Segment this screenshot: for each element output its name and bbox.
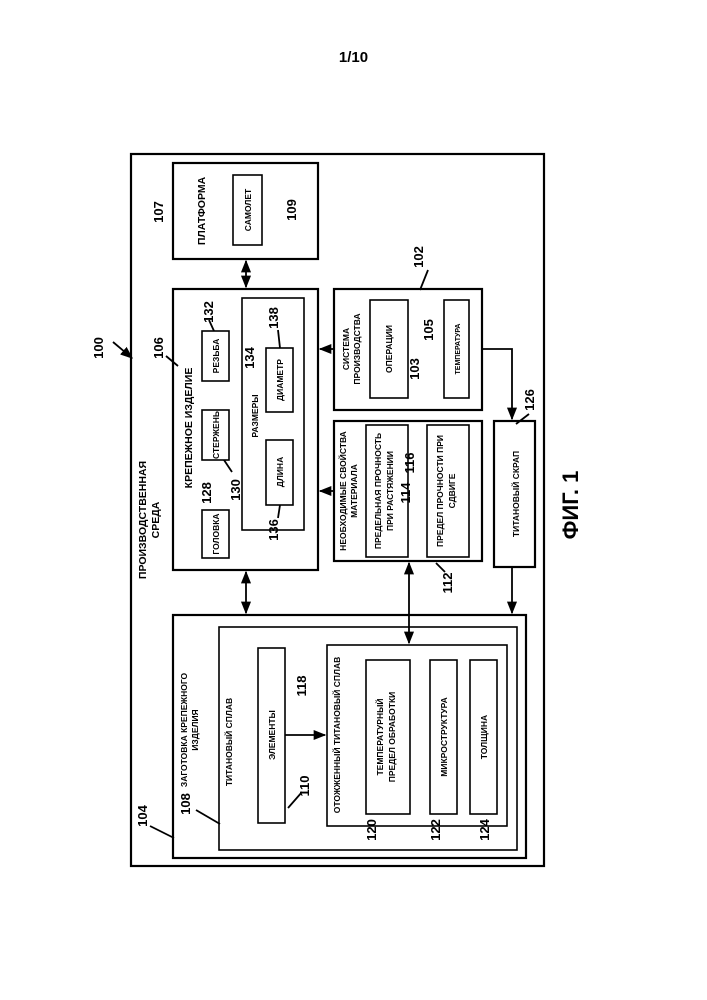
length-label: ДЛИНА bbox=[275, 457, 285, 487]
leader-130 bbox=[224, 460, 232, 472]
leader-110 bbox=[288, 792, 302, 808]
ref-103: 103 bbox=[407, 358, 422, 380]
shank-label: СТЕРЖЕНЬ bbox=[211, 411, 221, 459]
ref-138: 138 bbox=[266, 307, 281, 329]
blank-label-1: ЗАГОТОВКА КРЕПЕЖНОГО bbox=[179, 672, 189, 787]
blank-label-2: ИЗДЕЛИЯ bbox=[190, 709, 200, 750]
ref-112: 112 bbox=[440, 573, 455, 594]
ref-126: 126 bbox=[522, 389, 537, 411]
ref-120: 120 bbox=[364, 819, 379, 841]
props-label-1: НЕОБХОДИМЫЕ СВОЙСТВА bbox=[337, 431, 348, 551]
aircraft-label: САМОЛЕТ bbox=[243, 188, 253, 231]
ref-134: 134 bbox=[242, 346, 257, 368]
fastener-label: КРЕПЕЖНОЕ ИЗДЕЛИЕ bbox=[183, 368, 195, 489]
leader-138 bbox=[278, 330, 280, 348]
uts-label-2: ПРИ РАСТЯЖЕНИИ bbox=[385, 451, 395, 531]
temp-range-label-1: ТЕМПЕРАТУРНЫЙ bbox=[374, 698, 385, 775]
ref-132: 132 bbox=[201, 301, 216, 323]
shear-label-1: ПРЕДЕЛ ПРОЧНОСТИ ПРИ bbox=[435, 435, 445, 547]
props-label-2: МАТЕРИАЛА bbox=[349, 464, 359, 518]
elements-label: ЭЛЕМЕНТЫ bbox=[267, 710, 277, 760]
ref-100: 100 bbox=[91, 337, 106, 359]
leader-100 bbox=[113, 342, 132, 358]
leader-104 bbox=[150, 826, 174, 838]
ref-104: 104 bbox=[135, 804, 150, 826]
temperature-label: ТЕМПЕРАТУРА bbox=[455, 324, 462, 375]
mfg-label-2: ПРОИЗВОДСТВА bbox=[352, 313, 362, 384]
thread-label: РЕЗЬБА bbox=[211, 339, 221, 374]
ref-128: 128 bbox=[199, 482, 214, 504]
ref-118: 118 bbox=[294, 676, 309, 697]
diameter-label: ДИАМЕТР bbox=[275, 359, 285, 401]
mfg-label-1: СИСТЕМА bbox=[341, 328, 351, 370]
arrow-mfg-scrap bbox=[482, 349, 512, 419]
thickness-label: ТОЛЩИНА bbox=[479, 715, 489, 759]
ref-107: 107 bbox=[151, 201, 166, 223]
microstructure-label: МИКРОСТРУКТУРА bbox=[439, 697, 449, 776]
ref-116: 116 bbox=[402, 453, 417, 474]
ref-110: 110 bbox=[297, 776, 312, 797]
environment-label-1: ПРОИЗВОДСТВЕННАЯ bbox=[137, 461, 149, 579]
platform-label: ПЛАТФОРМА bbox=[196, 176, 208, 245]
shear-label-2: СДВИГЕ bbox=[447, 473, 457, 508]
ref-136: 136 bbox=[266, 519, 281, 541]
scrap-label: ТИТАНОВЫЙ СКРАП bbox=[510, 451, 521, 537]
ref-108: 108 bbox=[178, 793, 193, 815]
ref-130: 130 bbox=[228, 479, 243, 501]
operations-label: ОПЕРАЦИИ bbox=[384, 325, 394, 373]
leader-112 bbox=[436, 563, 445, 572]
ref-105: 105 bbox=[421, 319, 436, 341]
head-label: ГОЛОВКА bbox=[211, 513, 221, 554]
ref-102: 102 bbox=[411, 246, 426, 268]
leader-126 bbox=[516, 414, 529, 424]
dimensions-label: РАЗМЕРЫ bbox=[250, 394, 260, 437]
leader-136 bbox=[278, 505, 280, 518]
ref-109: 109 bbox=[284, 199, 299, 221]
ref-122: 122 bbox=[428, 819, 443, 841]
ref-114: 114 bbox=[398, 482, 413, 504]
temp-range-label-2: ПРЕДЕЛ ОБРАБОТКИ bbox=[387, 692, 397, 783]
figure-label: ФИГ. 1 bbox=[558, 471, 583, 540]
ref-124: 124 bbox=[477, 818, 492, 840]
annealed-label: ОТОЖЖЕННЫЙ ТИТАНОВЫЙ СПЛАВ bbox=[331, 657, 342, 813]
ref-106: 106 bbox=[151, 337, 166, 359]
leader-102 bbox=[420, 270, 428, 290]
uts-label-1: ПРЕДЕЛЬНАЯ ПРОЧНОСТЬ bbox=[373, 433, 383, 549]
alloy-label: ТИТАНОВЫЙ СПЛАВ bbox=[223, 698, 234, 786]
leader-108 bbox=[196, 810, 220, 824]
environment-label-2: СРЕДА bbox=[150, 501, 162, 538]
